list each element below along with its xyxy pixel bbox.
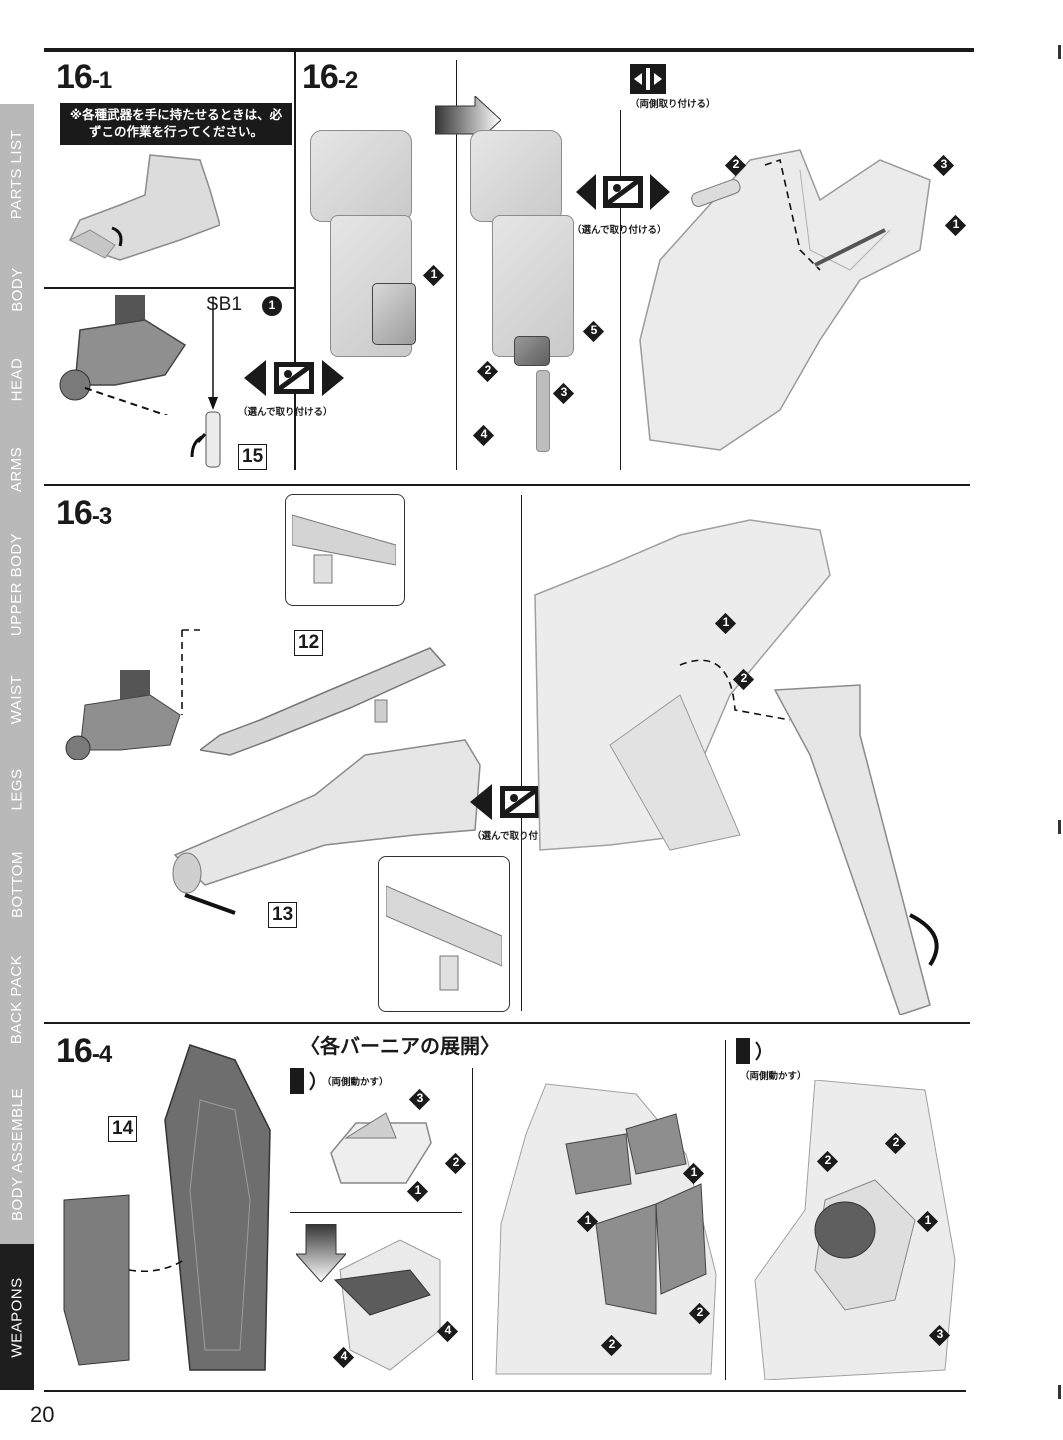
dark-part xyxy=(514,336,550,366)
tab-waist[interactable]: WAIST xyxy=(0,654,34,746)
select-arrow-icon xyxy=(244,360,344,396)
divider-16-2b xyxy=(620,110,621,470)
step-badge-2: 2 xyxy=(476,360,499,383)
edge-mark xyxy=(1058,1385,1061,1399)
step-badge-1: 1 xyxy=(422,264,445,287)
section-sidebar: PARTS LIST BODY HEAD ARMS UPPER BODY WAI… xyxy=(0,104,34,1392)
select-arrow-icon xyxy=(576,174,670,210)
rule-16-4-inner xyxy=(290,1212,462,1213)
tab-body-assemble[interactable]: BODY ASSEMBLE xyxy=(0,1064,34,1246)
part-number-14: 14 xyxy=(108,1116,138,1142)
part-number-13: 13 xyxy=(268,902,298,928)
leg-part-a xyxy=(310,130,412,222)
divider-16-2a xyxy=(456,60,457,470)
shield-illustration xyxy=(164,1044,271,1371)
both-sides-move-icon xyxy=(290,1068,315,1094)
grip-detail xyxy=(386,885,502,991)
step-badge-4: 4 xyxy=(436,1320,459,1343)
rule-16-4 xyxy=(44,1022,970,1024)
step-title-16-4: 16-4 xyxy=(56,1032,112,1070)
rule-16-1-split xyxy=(44,287,294,289)
step-badge-1: 1 xyxy=(714,612,737,635)
step-badge-2: 2 xyxy=(816,1150,839,1173)
tab-head[interactable]: HEAD xyxy=(0,334,34,426)
tool-step-number: 1 xyxy=(262,296,282,316)
hand-holding-illustration xyxy=(59,295,187,415)
burnier-unit-illustration xyxy=(330,1112,432,1184)
tab-back-pack[interactable]: BACK PACK xyxy=(0,934,34,1066)
step-badge-3: 3 xyxy=(932,154,955,177)
step-badge-2: 2 xyxy=(724,154,747,177)
peg-part xyxy=(536,370,550,452)
tab-legs[interactable]: LEGS xyxy=(0,744,34,836)
part-number-12: 12 xyxy=(294,630,324,656)
step-badge-5: 5 xyxy=(582,320,605,343)
divider-16-1 xyxy=(294,50,296,470)
step-badge-2: 2 xyxy=(732,668,755,691)
choose-caption: （選んで取り付ける） xyxy=(472,831,567,842)
rule-16-3 xyxy=(44,484,970,486)
step-badge-4: 4 xyxy=(472,424,495,447)
step-badge-1: 1 xyxy=(406,1180,429,1203)
step-badge-1: 1 xyxy=(576,1210,599,1233)
section-heading: 〈各バーニアの展開〉 xyxy=(300,1036,500,1058)
tab-parts-list[interactable]: PARTS LIST xyxy=(0,104,34,246)
step-badge-1: 1 xyxy=(944,214,967,237)
waist-burnier-illustration xyxy=(495,1083,717,1375)
part-number-15: 15 xyxy=(238,444,268,470)
move-caption: （両側動かす） xyxy=(740,1071,807,1082)
step-title-16-3: 16-3 xyxy=(56,494,112,532)
step-title-16-2: 16-2 xyxy=(302,58,358,96)
tab-body[interactable]: BODY xyxy=(0,244,34,336)
burnier-deployed-illustration xyxy=(333,1239,441,1371)
edge-mark xyxy=(1058,820,1061,834)
choose-caption: （選んで取り付ける） xyxy=(238,407,333,418)
backpack-illustration xyxy=(639,149,931,451)
mobile-suit-illustration xyxy=(534,519,939,1015)
step-badge-2: 2 xyxy=(600,1334,623,1357)
tab-upper-body[interactable]: UPPER BODY xyxy=(0,514,34,656)
divider-16-4b xyxy=(725,1040,726,1380)
move-caption: （両側動かす） xyxy=(322,1077,389,1088)
hand-holding-illustration xyxy=(65,629,200,760)
step-badge-3: 3 xyxy=(408,1088,431,1111)
step-badge-3: 3 xyxy=(928,1324,951,1347)
leg-part-b xyxy=(470,130,562,222)
page-number: 20 xyxy=(30,1402,55,1427)
step-badge-2: 2 xyxy=(688,1302,711,1325)
step-title-16-1: 16-1 xyxy=(56,58,112,96)
instruction-note: ※各種武器を手に持たせるときは、必ずこの作業を行ってください。 xyxy=(60,103,292,145)
divider-16-3 xyxy=(521,495,522,1011)
progress-arrow-icon xyxy=(296,1224,346,1282)
step-badge-2: 2 xyxy=(444,1152,467,1175)
step-badge-1: 1 xyxy=(682,1162,705,1185)
select-arrow-icon xyxy=(470,784,570,820)
step-badge-3: 3 xyxy=(552,382,575,405)
rifle-a-illustration xyxy=(200,647,447,756)
hand-shield-illustration xyxy=(63,1194,185,1366)
leg-burnier-illustration xyxy=(754,1080,956,1380)
tab-arms[interactable]: ARMS xyxy=(0,424,34,516)
divider-16-4a xyxy=(472,1068,473,1380)
choose-caption: （選んで取り付ける） xyxy=(572,225,667,236)
both-sides-icon xyxy=(630,64,666,94)
hand-illustration xyxy=(68,154,220,261)
edge-mark xyxy=(1058,45,1061,59)
bottom-rule xyxy=(44,1390,966,1392)
grip-detail xyxy=(292,514,396,584)
both-sides-caption: （両側取り付ける） xyxy=(630,99,716,110)
step-badge-1: 1 xyxy=(916,1210,939,1233)
both-sides-move-icon xyxy=(736,1038,761,1064)
tab-weapons[interactable]: WEAPONS xyxy=(0,1244,34,1392)
tool-label: SB1 xyxy=(206,294,242,315)
tab-bottom[interactable]: BOTTOM xyxy=(0,834,34,936)
step-badge-4: 4 xyxy=(332,1346,355,1369)
step-badge-2: 2 xyxy=(884,1132,907,1155)
tool-pin-illustration xyxy=(190,297,221,468)
top-rule xyxy=(44,48,974,52)
cover-part xyxy=(372,283,416,345)
